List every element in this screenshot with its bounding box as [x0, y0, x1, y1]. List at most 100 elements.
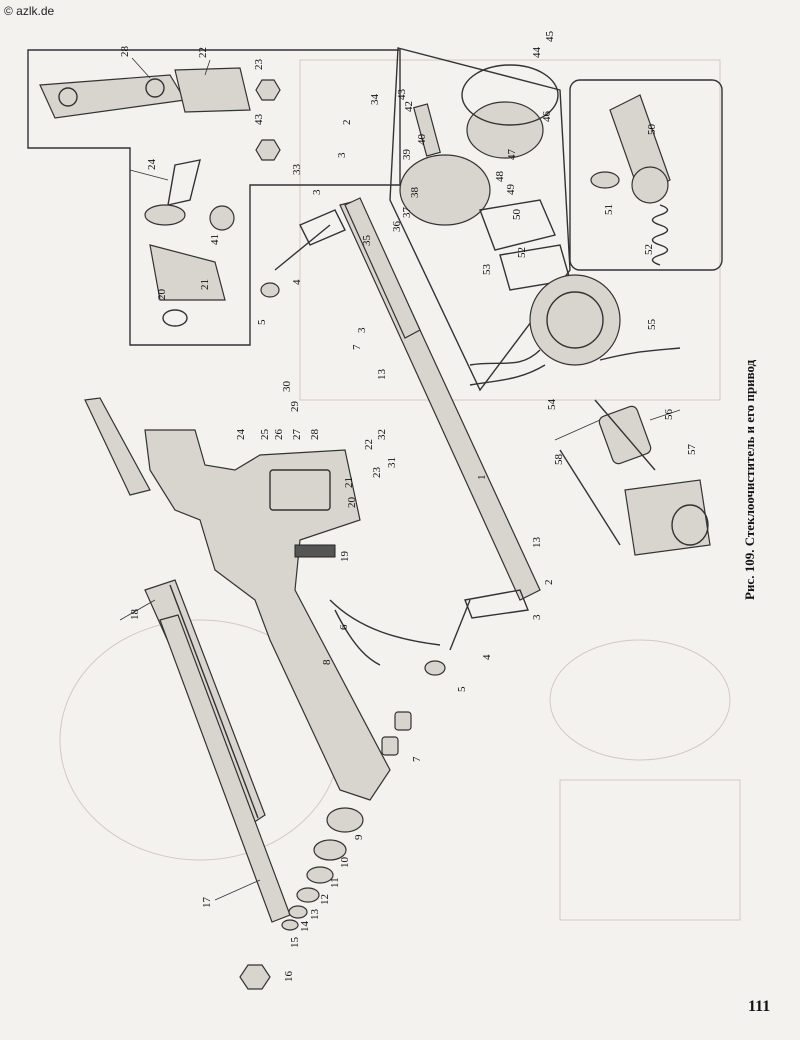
part-16-nut [239, 964, 271, 990]
callout-22b: 22 [363, 439, 375, 450]
callout-6: 6 [338, 624, 350, 630]
part-22-plate [174, 67, 251, 113]
part-7-bushing [394, 711, 412, 731]
callout-24a: 24 [146, 159, 158, 171]
callout-31: 31 [386, 457, 398, 468]
callout-49: 49 [505, 184, 517, 196]
part-17-arm [159, 614, 291, 923]
callout-42: 42 [403, 101, 415, 112]
callout-5b: 5 [456, 686, 468, 692]
callout-4a: 4 [291, 279, 303, 285]
part-19-connector [294, 544, 336, 558]
part-20-washer [162, 309, 188, 327]
callout-50a: 50 [511, 209, 523, 221]
leader-lines [119, 57, 681, 901]
callout-13a: 13 [376, 369, 388, 381]
bracket-58 [559, 449, 621, 546]
callout-18: 18 [129, 609, 141, 621]
callout-40: 40 [416, 134, 428, 146]
callout-22: 22 [197, 47, 209, 58]
callout-10: 10 [339, 857, 351, 869]
callout-25: 25 [259, 429, 271, 441]
page-number: 111 [748, 998, 771, 1015]
part-7-bushing-2 [381, 736, 399, 756]
callout-53: 53 [481, 264, 493, 276]
part-50-gasket [479, 199, 556, 251]
part-41-ball [209, 205, 235, 231]
callout-20b: 20 [346, 497, 358, 509]
callout-57: 57 [686, 444, 698, 456]
shaft-assembly-lower [424, 589, 529, 676]
callout-52b: 52 [643, 244, 655, 255]
wiper-arm-upper [84, 397, 151, 496]
callout-52a: 52 [516, 247, 528, 258]
callout-1: 1 [476, 475, 488, 481]
callout-34: 34 [369, 94, 381, 106]
part-46-ring [461, 64, 559, 126]
callout-21a: 21 [199, 279, 211, 290]
part-56-armature [594, 399, 656, 471]
callout-19: 19 [339, 551, 351, 563]
part-24-bolt [144, 159, 201, 226]
callout-24b: 24 [235, 429, 247, 441]
callout-44: 44 [531, 47, 543, 59]
watermark: © azlk.de [4, 4, 55, 18]
callout-29: 29 [289, 401, 301, 413]
callout-7b: 7 [411, 756, 423, 762]
part-43-nut [255, 139, 281, 161]
callout-4b: 4 [481, 654, 493, 660]
callout-32: 32 [376, 429, 388, 440]
callout-51: 51 [603, 204, 615, 215]
callout-3b: 3 [336, 152, 348, 158]
part-28-strap [39, 74, 186, 119]
callout-21b: 21 [343, 477, 355, 488]
callout-58: 58 [553, 454, 565, 466]
callout-9: 9 [353, 834, 365, 840]
callout-5a: 5 [256, 319, 268, 325]
callout-46: 46 [541, 111, 553, 123]
part-6-cable-branch [334, 609, 381, 666]
inset-frame-left [27, 49, 401, 346]
callout-16: 16 [283, 971, 295, 983]
callout-13c: 13 [309, 909, 321, 921]
callout-56: 56 [663, 409, 675, 421]
part-47-gear [466, 101, 544, 159]
callout-43a: 43 [253, 114, 265, 126]
callout-2b: 2 [543, 580, 555, 586]
callout-3d: 3 [531, 614, 543, 620]
wiper-frame [144, 429, 391, 801]
callout-50b: 50 [646, 124, 658, 136]
callout-33a: 33 [291, 164, 303, 176]
callout-8: 8 [321, 659, 333, 665]
callout-43b: 43 [396, 89, 408, 101]
shaft-assembly-upper [260, 209, 346, 298]
pivot-stack [281, 807, 364, 931]
callout-28: 28 [119, 46, 131, 58]
part-54-stator [469, 274, 621, 386]
part-39-cover [399, 154, 491, 226]
callout-11: 11 [329, 877, 341, 888]
callout-55: 55 [646, 319, 658, 331]
callout-12: 12 [319, 894, 331, 905]
callout-23b: 23 [371, 467, 383, 479]
inset-right-parts [590, 94, 671, 266]
callout-37: 37 [401, 207, 413, 219]
inset-frame-right [569, 79, 723, 271]
callout-2a: 2 [341, 120, 353, 126]
callout-30: 30 [281, 381, 293, 393]
callout-labels: 28 22 23 43 24 41 20 21 5 4 33 3 3 2 34 … [119, 31, 698, 983]
part-6-cable [329, 599, 441, 646]
callout-27: 27 [291, 429, 303, 441]
callout-26: 26 [273, 429, 285, 441]
callout-17: 17 [201, 897, 213, 909]
callout-3c: 3 [356, 327, 368, 333]
callout-20a: 20 [156, 289, 168, 301]
callout-54: 54 [546, 399, 558, 411]
callout-39: 39 [401, 149, 413, 161]
callout-23: 23 [253, 59, 265, 71]
callout-47: 47 [506, 149, 518, 161]
callout-15: 15 [289, 937, 301, 949]
callout-28b: 28 [309, 429, 321, 441]
callout-38: 38 [409, 187, 421, 199]
part-23-nut [255, 79, 281, 101]
